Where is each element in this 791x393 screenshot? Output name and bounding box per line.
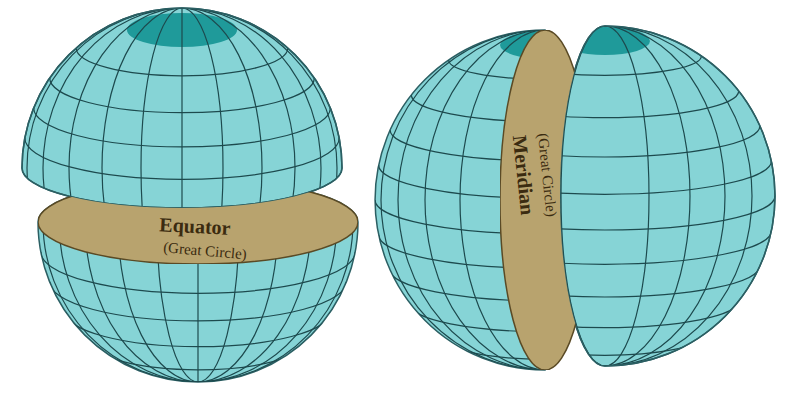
equator-band: Equator(Great Circle) (38, 180, 358, 264)
upper-hemisphere (22, 5, 342, 328)
band-title: Equator (159, 213, 231, 239)
eastern-hemisphere (435, 26, 775, 366)
meridian-band: Meridian(Great Circle) (500, 30, 590, 370)
